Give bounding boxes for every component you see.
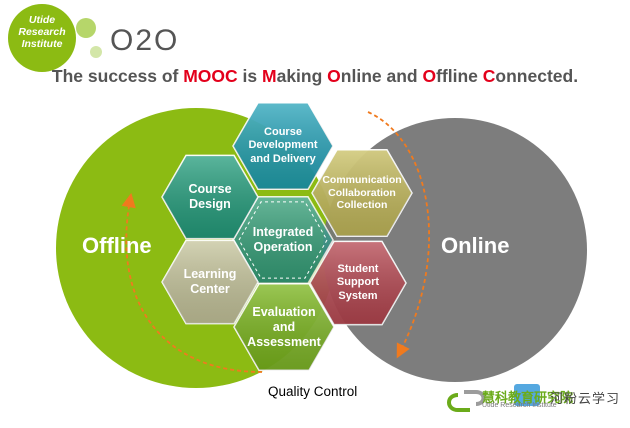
cycle-arrow-left <box>121 192 263 373</box>
hexagon-label-communication: Communication Collaboration Collection <box>322 174 402 212</box>
subtitle-highlight: C <box>482 66 496 86</box>
subtitle-text: aking <box>276 66 328 86</box>
subtitle-text: is <box>237 66 263 86</box>
subtitle-text: ffline <box>436 66 483 86</box>
hexagon-label-student-support: Student Support System <box>336 263 380 302</box>
subtitle-highlight: O <box>422 66 437 86</box>
hexagon-group <box>161 101 413 372</box>
page-title: O2O <box>110 24 180 57</box>
watermark-icon <box>514 384 540 406</box>
hexagon-shade-communication <box>312 149 412 237</box>
online-label: Online <box>441 233 510 258</box>
logo-circle-small <box>90 46 102 58</box>
brand-name-chinese: 慧科教育研究院 <box>482 390 574 405</box>
hexagon-label-learning-center: Learning Center <box>183 266 237 296</box>
hexagon-label-evaluation: Evaluation and Assessment <box>247 304 321 349</box>
hexagon-label-course-design: Course Design <box>188 181 232 211</box>
cycle-arrow-right <box>367 111 430 359</box>
logo-circle-medium <box>76 18 96 38</box>
hexagon-label-course-development: Course Development and Delivery <box>248 126 318 165</box>
logo-circle-large <box>8 4 76 72</box>
subtitle: The success of MOOC is Making Online and… <box>0 66 630 87</box>
brand-logo-icon <box>447 390 486 412</box>
integrated-operation-outline <box>238 201 328 279</box>
watermark-text: 河粉云学习 <box>550 391 621 406</box>
hexagon-label-integrated-operation: Integrated Operation <box>252 225 314 254</box>
logo-text: Utide Research Institute <box>18 14 66 50</box>
hexagon-shade-learning-center <box>162 240 258 324</box>
quality-control-label: Quality Control <box>268 384 358 399</box>
subtitle-highlight: M <box>262 66 277 86</box>
subtitle-text: The success of <box>51 66 184 86</box>
subtitle-text: onnected. <box>495 66 579 86</box>
offline-label: Offline <box>82 233 152 258</box>
hexagon-shade-integrated-operation <box>233 196 333 284</box>
hexagon-shade-course-development <box>233 102 333 190</box>
hexagon-shade-course-design <box>162 155 258 239</box>
subtitle-text: nline and <box>340 66 423 86</box>
subtitle-highlight: O <box>327 66 341 86</box>
brand-name-english: Utide Research Institute <box>482 402 557 409</box>
hexagon-shade-student-support <box>310 241 406 325</box>
subtitle-highlight: MOOC <box>183 66 238 86</box>
hexagon-shade-evaluation <box>234 283 334 371</box>
